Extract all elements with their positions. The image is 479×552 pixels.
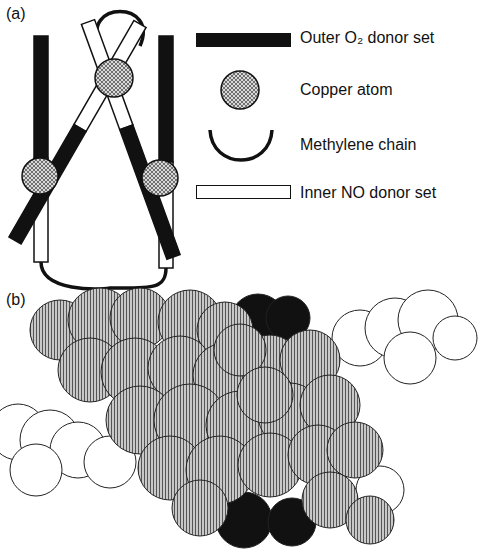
legend-text: Inner NO donor set [298, 183, 438, 202]
copper-atom-sample [221, 71, 259, 109]
legend-swatch [196, 33, 291, 47]
outer-donor-bar [9, 124, 86, 244]
copper-atom [95, 59, 133, 97]
inner-donor-bar [81, 20, 132, 130]
space-filling-model [0, 288, 477, 548]
copper-atom [142, 160, 178, 196]
methylene-chain-sample [210, 130, 272, 160]
outer-donor-bar [159, 36, 173, 162]
outer-donor-bar [120, 125, 180, 259]
legend-text: Methylene chain [298, 135, 419, 154]
legend-text: Copper atom [298, 80, 395, 99]
panel-label: (a) [4, 4, 28, 23]
panel-label: (b) [4, 290, 28, 309]
outer-donor-bar [34, 36, 48, 158]
copper-atom [22, 158, 58, 194]
legend-swatch [196, 185, 291, 199]
inner-donor-bar [74, 21, 146, 132]
legend-text: Outer O₂ donor set [298, 28, 436, 47]
methylene-chain [41, 262, 166, 289]
schematic [9, 12, 180, 290]
